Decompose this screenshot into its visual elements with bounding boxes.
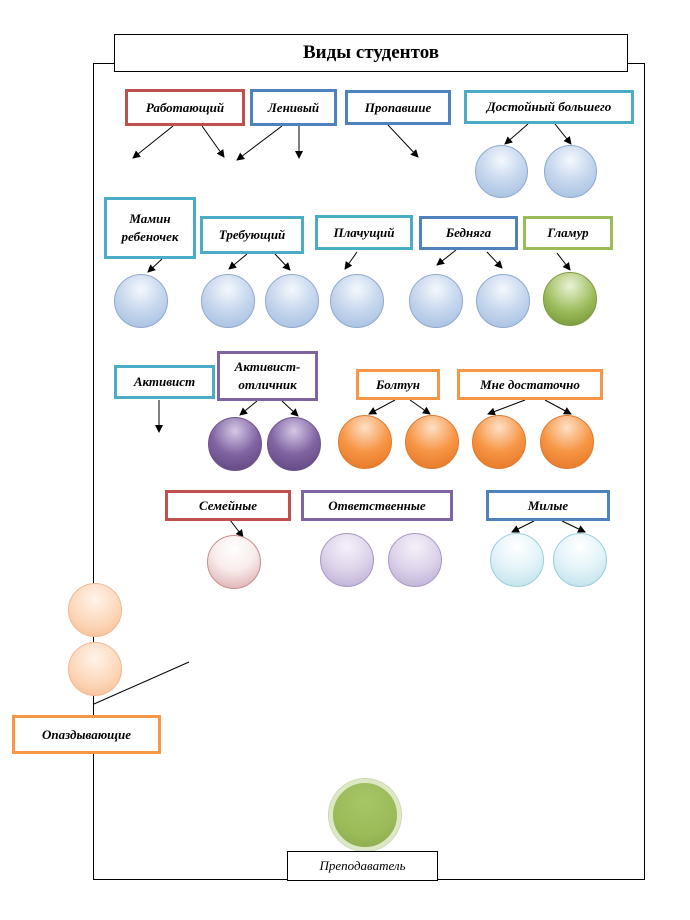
- label-poor: Бедняга: [419, 216, 518, 250]
- label-demanding: Требующий: [200, 216, 304, 254]
- label-glamour: Гламур: [523, 216, 613, 250]
- arrow-working-left: [132, 125, 174, 159]
- student-circle-late-2: [68, 642, 122, 696]
- label-responsible: Ответственные: [301, 490, 453, 521]
- student-circle-late-1: [68, 583, 122, 637]
- arrow-crying: [344, 251, 358, 270]
- label-missing: Пропавшие: [345, 90, 451, 125]
- student-circle-crying: [330, 274, 384, 328]
- label-enough: Мне достаточно: [457, 369, 603, 400]
- arrow-lazy-left: [236, 125, 283, 161]
- arrow-enough-right: [544, 399, 572, 415]
- student-circle-actexc-2: [267, 417, 321, 471]
- label-working: Работающий: [125, 89, 245, 126]
- arrow-worthy-left: [504, 123, 529, 145]
- student-circle-poor-2: [476, 274, 530, 328]
- arrow-actexc-left: [239, 400, 258, 416]
- arrow-glamour: [556, 252, 571, 271]
- student-circle-enough-1: [472, 415, 526, 469]
- student-circle-family: [207, 535, 261, 589]
- arrow-working-right: [201, 125, 225, 158]
- label-crying: Плачущий: [315, 215, 413, 250]
- label-activist: Активист: [114, 365, 215, 399]
- student-circle-mamas: [114, 274, 168, 328]
- student-circle-glamour: [543, 272, 597, 326]
- student-circle-poor-1: [409, 274, 463, 328]
- diagram-title: Виды студентов: [114, 34, 628, 72]
- arrow-missing: [387, 124, 419, 158]
- teacher-circle: [329, 779, 401, 851]
- label-teacher: Преподаватель: [287, 851, 438, 881]
- arrow-nice-right: [561, 520, 586, 533]
- student-circle-worthy-1: [475, 145, 528, 198]
- arrow-demanding-left: [228, 253, 248, 270]
- arrow-mamas: [147, 258, 163, 273]
- label-nice: Милые: [486, 490, 610, 521]
- student-circle-nice-2: [553, 533, 607, 587]
- arrow-worthy-right: [554, 123, 572, 145]
- label-mamas: Мамин ребеночек: [104, 197, 196, 259]
- student-circle-responsible-2: [388, 533, 442, 587]
- student-circle-responsible-1: [320, 533, 374, 587]
- arrow-talker-right: [409, 399, 431, 415]
- student-circle-actexc-1: [208, 417, 262, 471]
- student-circle-worthy-2: [544, 145, 597, 198]
- student-circle-talker-2: [405, 415, 459, 469]
- arrow-demanding-right: [274, 253, 291, 271]
- student-circle-enough-2: [540, 415, 594, 469]
- student-circle-demanding-1: [201, 274, 255, 328]
- arrow-poor-left: [436, 249, 457, 266]
- label-family: Семейные: [165, 490, 291, 521]
- label-late: Опаздывающие: [12, 715, 161, 754]
- label-lazy: Ленивый: [250, 89, 337, 126]
- label-worthy: Достойный большего: [464, 90, 634, 124]
- late-line: [93, 661, 190, 705]
- label-talker: Болтун: [356, 369, 440, 400]
- arrow-talker-left: [368, 399, 396, 415]
- arrow-poor-right: [486, 251, 503, 269]
- arrow-actexc-right: [281, 400, 299, 417]
- arrow-nice-left: [511, 520, 535, 533]
- label-activist-excellent: Активист-отличник: [217, 351, 318, 401]
- student-circle-demanding-2: [265, 274, 319, 328]
- arrow-family: [229, 519, 244, 538]
- arrow-enough-left: [487, 399, 526, 416]
- student-circle-nice-1: [490, 533, 544, 587]
- student-circle-talker-1: [338, 415, 392, 469]
